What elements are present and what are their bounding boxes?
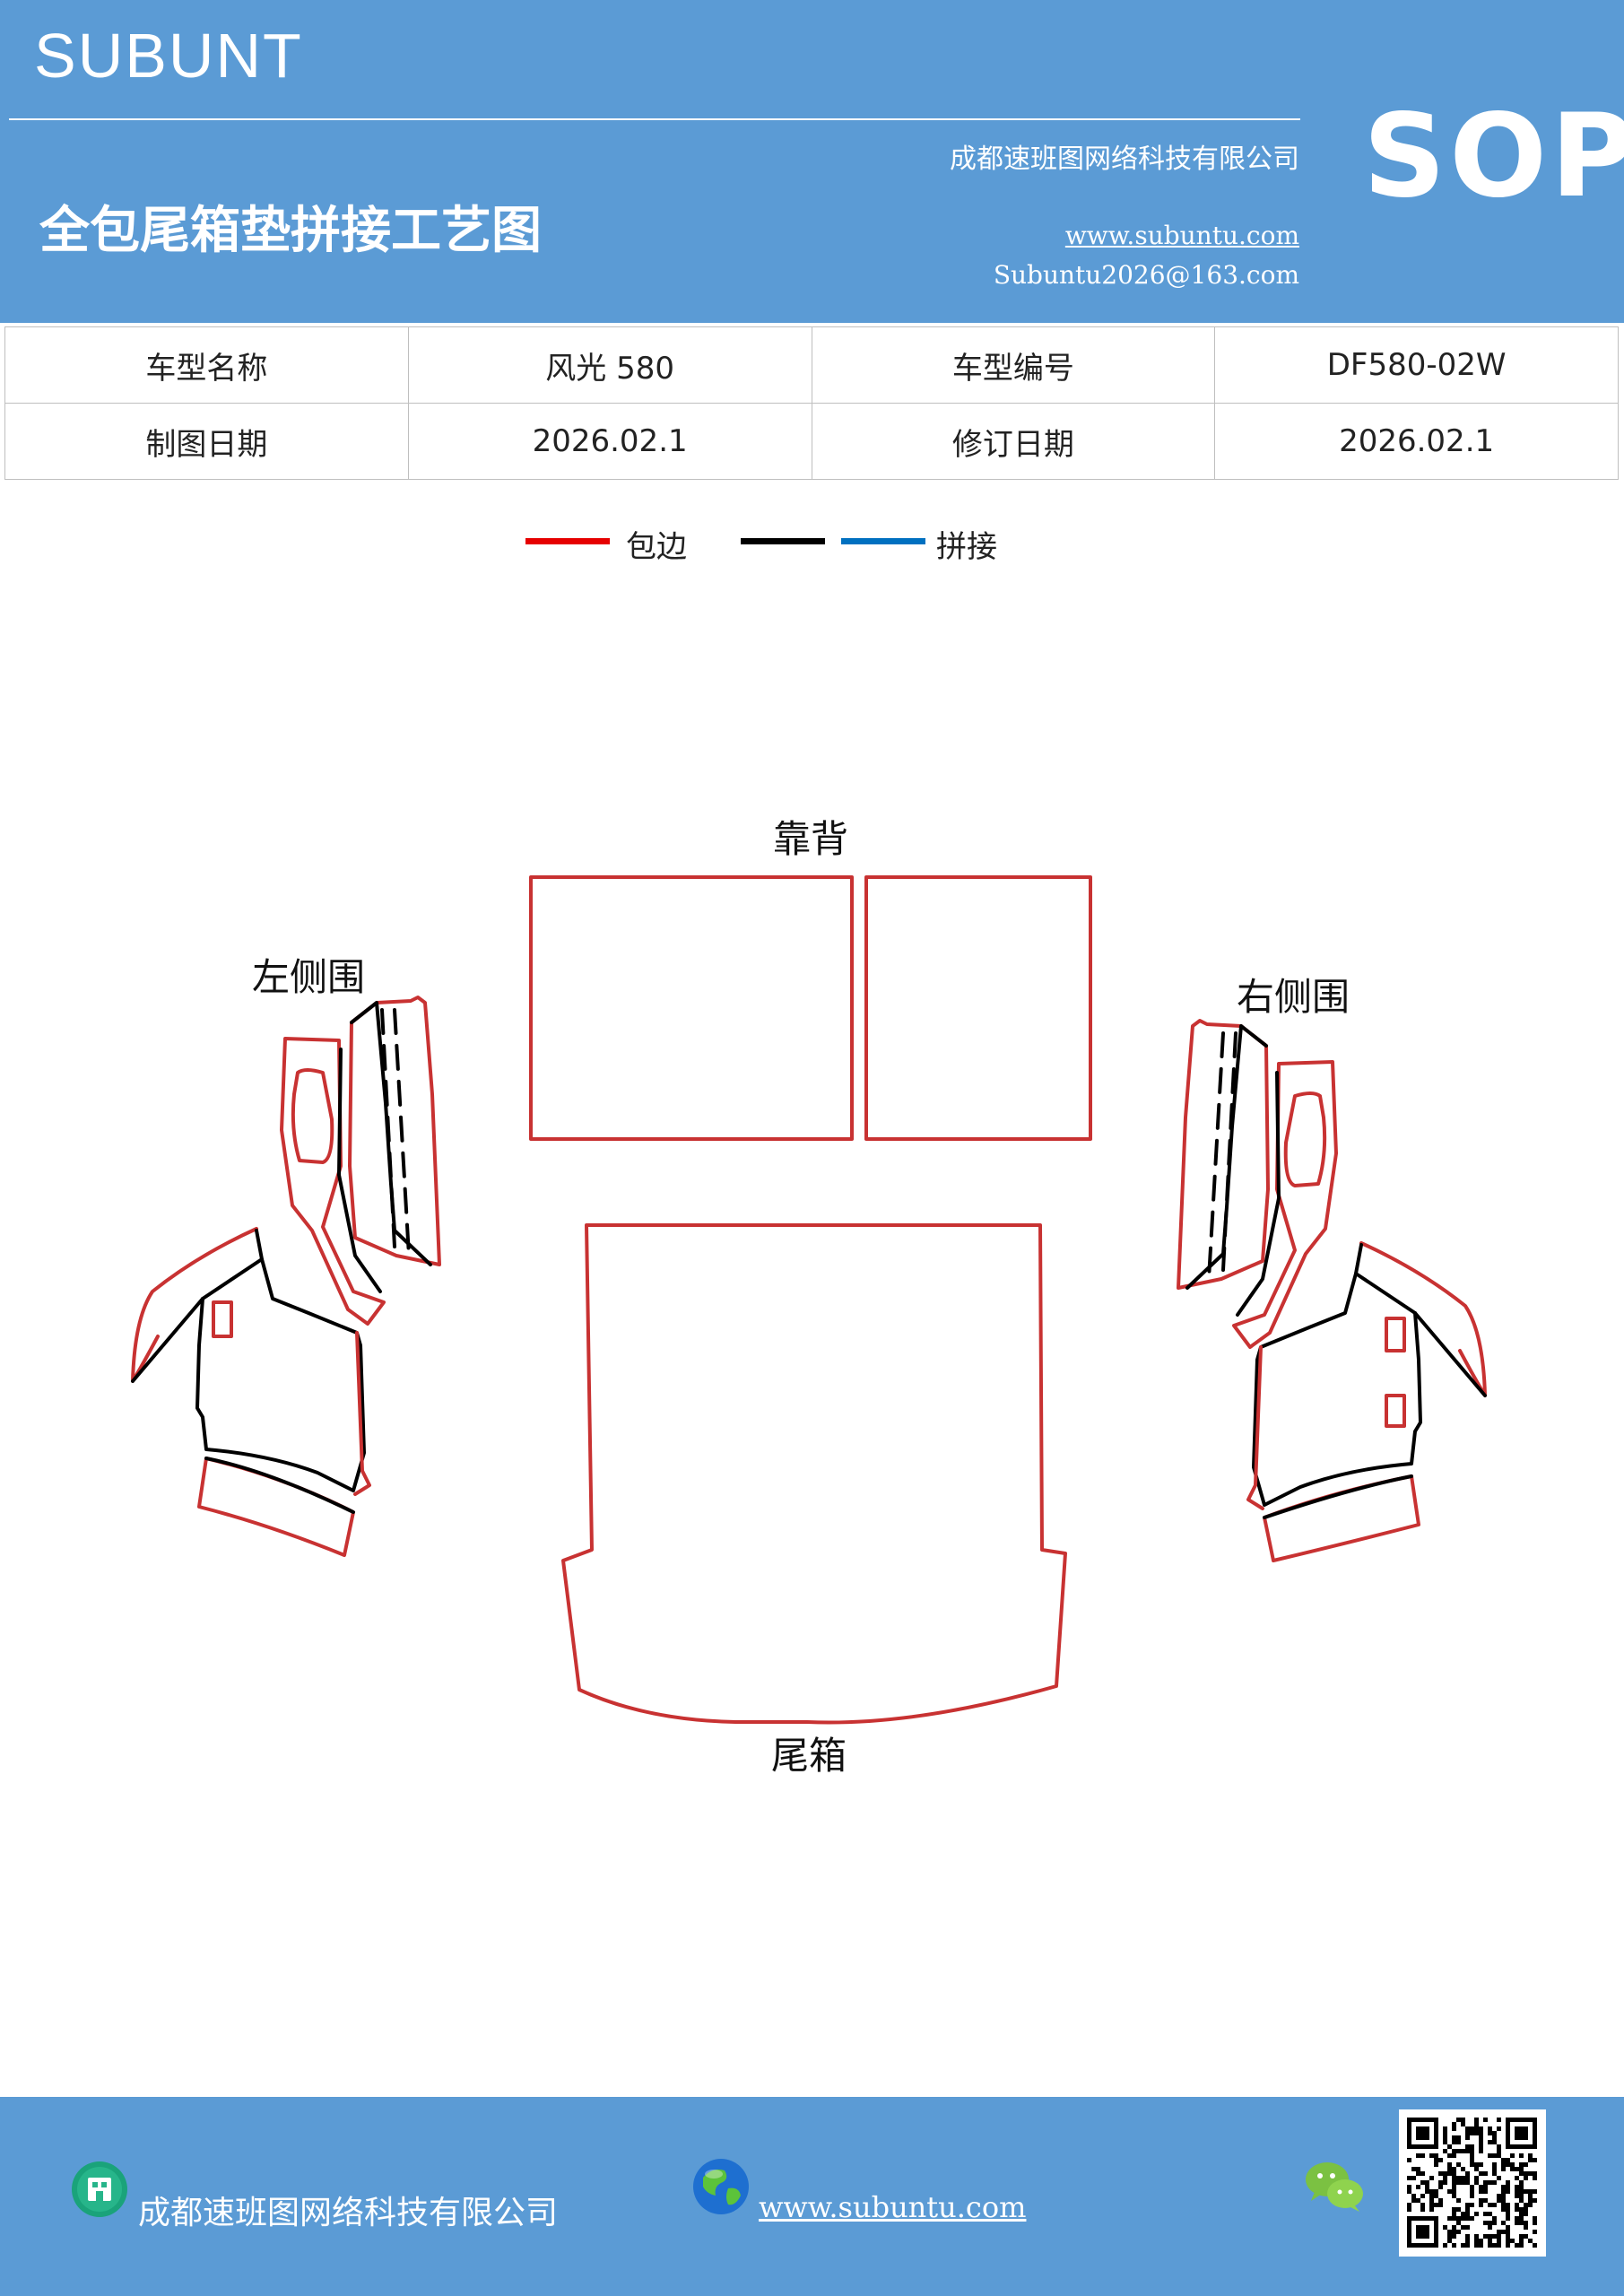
left-lower-cutout	[212, 1300, 233, 1338]
left-lower-main	[195, 1257, 366, 1492]
brand-name: SUBUNT	[34, 21, 303, 91]
table-cell: DF580-02W	[1214, 326, 1619, 404]
right-bottom-seam	[1263, 1474, 1413, 1519]
footer-website-link[interactable]: www.subuntu.com	[759, 2190, 1027, 2224]
left-strip-outer	[348, 996, 441, 1266]
table-cell: 2026.02.1	[407, 403, 812, 480]
left-bottom-seam	[204, 1457, 355, 1514]
table-cell: 车型编号	[811, 326, 1216, 404]
right-upper-seam	[1236, 1071, 1281, 1317]
table-row: 车型名称 风光 580 车型编号 DF580-02W	[4, 326, 1619, 404]
header-banner: SUBUNT 成都速班图网络科技有限公司 全包尾箱垫拼接工艺图 www.subu…	[0, 0, 1624, 323]
table-cell: 修订日期	[811, 403, 1216, 480]
legend-swatch-edge	[525, 538, 610, 544]
label-back: 靠背	[773, 817, 848, 861]
back-panel-left	[529, 875, 854, 1141]
right-lower-edge	[1246, 1345, 1264, 1510]
right-lower-cutout	[1385, 1317, 1406, 1352]
left-upper-seam	[337, 1048, 382, 1293]
header-divider	[9, 118, 1300, 120]
right-upper-cutout	[1283, 1091, 1327, 1187]
company-name: 成都速班图网络科技有限公司	[950, 144, 1299, 175]
right-strip-dash	[1207, 1031, 1225, 1281]
right-bottom-strip	[1263, 1474, 1420, 1562]
website-link[interactable]: www.subuntu.com	[1064, 221, 1299, 250]
left-lower-body	[131, 1227, 258, 1383]
legend: 包边 拼接	[0, 522, 1624, 576]
building-icon	[72, 2161, 127, 2217]
trunk-mat-diagram: 靠背 左侧围 右侧围 尾箱	[131, 817, 1487, 1778]
footer-company: 成都速班图网络科技有限公司	[138, 2195, 559, 2231]
left-strip-dash	[380, 1008, 396, 1248]
label-right-side: 右侧围	[1237, 975, 1350, 1019]
left-side-panels	[131, 996, 441, 1557]
legend-label-splice: 拼接	[936, 529, 997, 565]
right-side-panels	[1177, 1019, 1487, 1562]
sop-label: SOP	[1363, 90, 1624, 223]
label-left-side: 左侧围	[252, 955, 365, 999]
wechat-icon[interactable]	[1304, 2160, 1367, 2213]
right-strip-inner	[1185, 1024, 1268, 1290]
info-table: 车型名称 风光 580 车型编号 DF580-02W 制图日期 2026.02.…	[4, 326, 1619, 480]
qr-code	[1399, 2109, 1546, 2257]
back-panel-right	[864, 875, 1092, 1141]
label-trunk: 尾箱	[771, 1734, 847, 1778]
table-row: 制图日期 2026.02.1 修订日期 2026.02.1	[4, 403, 1619, 480]
right-strip-outer	[1177, 1019, 1270, 1290]
left-lower-seam	[131, 1229, 264, 1383]
qr-code-pattern	[1407, 2118, 1537, 2248]
table-cell: 风光 580	[407, 326, 812, 404]
legend-label-edge: 包边	[626, 529, 687, 565]
page-title: 全包尾箱垫拼接工艺图	[39, 202, 542, 260]
right-lower-cutout	[1385, 1394, 1406, 1428]
right-lower-seam	[1354, 1243, 1487, 1397]
left-strip-inner	[350, 1001, 432, 1266]
right-lower-main	[1252, 1272, 1422, 1507]
legend-swatch-seam	[741, 538, 825, 544]
trunk-panel	[561, 1223, 1067, 1725]
table-cell: 制图日期	[4, 403, 409, 480]
left-upper-cutout	[291, 1068, 334, 1164]
left-bottom-strip	[197, 1457, 355, 1557]
left-lower-edge	[353, 1331, 371, 1496]
left-strip-dash	[393, 1008, 411, 1257]
table-cell: 车型名称	[4, 326, 409, 404]
right-strip-dash	[1221, 1031, 1238, 1272]
globe-icon	[693, 2159, 749, 2214]
table-cell: 2026.02.1	[1214, 403, 1619, 480]
legend-swatch-splice	[841, 538, 925, 544]
email-address[interactable]: Subuntu2026@163.com	[993, 260, 1299, 290]
footer-banner: 成都速班图网络科技有限公司 www.subuntu.com	[0, 2097, 1624, 2296]
right-lower-body	[1359, 1241, 1487, 1397]
